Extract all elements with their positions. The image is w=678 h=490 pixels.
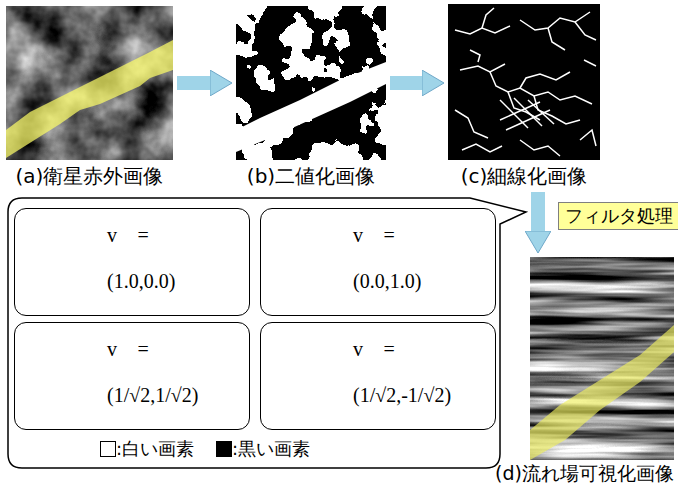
binary-image — [236, 6, 386, 160]
flow-band — [530, 325, 674, 460]
image-panel: (b)二値化画像 — [236, 6, 386, 188]
image-panel: (c)細線化画像 — [448, 4, 600, 188]
vector-panel: v⃗ = (1/√2,-1/√2) — [260, 322, 496, 430]
flow-arrow — [177, 76, 210, 90]
vector-value: (0.0,1.0) — [353, 269, 487, 293]
legend-swatch — [216, 441, 232, 457]
vector-panel: v⃗ = (1/√2,1/√2) — [14, 322, 250, 430]
flow-arrow — [390, 76, 422, 90]
image-caption: (a)衛星赤外画像 — [0, 164, 203, 188]
legend-entry: :白い画素 — [100, 438, 194, 460]
vector-value: (1/√2,1/√2) — [107, 383, 241, 407]
flow-field-image — [530, 257, 674, 460]
thinned-lines — [455, 8, 596, 156]
binary-band — [236, 62, 386, 152]
satellite-image — [6, 6, 173, 160]
legend: :白い画素 :黒い画素 — [100, 438, 332, 460]
vector-panel: v⃗ = (0.0,1.0) — [260, 208, 496, 316]
image-panel: (a)衛星赤外画像 — [6, 6, 173, 188]
image-panel: (d)流れ場可視化画像 — [530, 257, 674, 485]
vector-value: (1/√2,-1/√2) — [353, 383, 487, 407]
image-caption: (c)細線化画像 — [418, 164, 630, 188]
vector-label: v⃗ = — [107, 337, 241, 361]
vector-label: v⃗ = — [107, 223, 241, 247]
callout-outline — [8, 198, 526, 468]
vector-label: v⃗ = — [353, 337, 487, 361]
image-caption: (b)二値化画像 — [206, 164, 416, 188]
image-caption: (d)流れ場可視化画像 — [450, 462, 674, 485]
vector-panel: v⃗ = (1.0,0.0) — [14, 208, 250, 316]
vector-label: v⃗ = — [353, 223, 487, 247]
legend-swatch — [100, 441, 116, 457]
thinned-image — [448, 4, 600, 160]
legend-text: :白い画素 — [116, 438, 194, 460]
filter-label-box: フィルタ処理 — [558, 202, 678, 230]
legend-entry: :黒い画素 — [216, 438, 310, 460]
vector-value: (1.0,0.0) — [107, 269, 241, 293]
legend-text: :黒い画素 — [232, 438, 310, 460]
cloud-band — [6, 40, 173, 158]
process-label: フィルタ処理 — [565, 205, 673, 227]
flow-arrow — [531, 192, 545, 231]
